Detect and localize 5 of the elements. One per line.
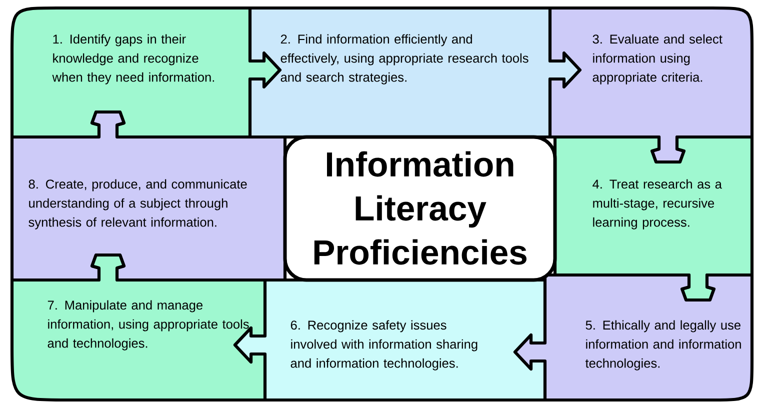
puzzle-piece: 8. Create, produce, and communicate understanding of a subject through synthesis of relevant information. [10, 110, 287, 282]
puzzle-piece: 7. Manipulate and manage information, using appropriate tools and technologies. [10, 253, 267, 402]
puzzle-piece: 3. Evaluate and select information using appropriate criteria. [548, 6, 754, 164]
title-box: Information Literacy Proficiencies [283, 135, 557, 282]
puzzle-piece: 4. Treat research as a multi-stage, recursive learning process. [553, 135, 754, 302]
